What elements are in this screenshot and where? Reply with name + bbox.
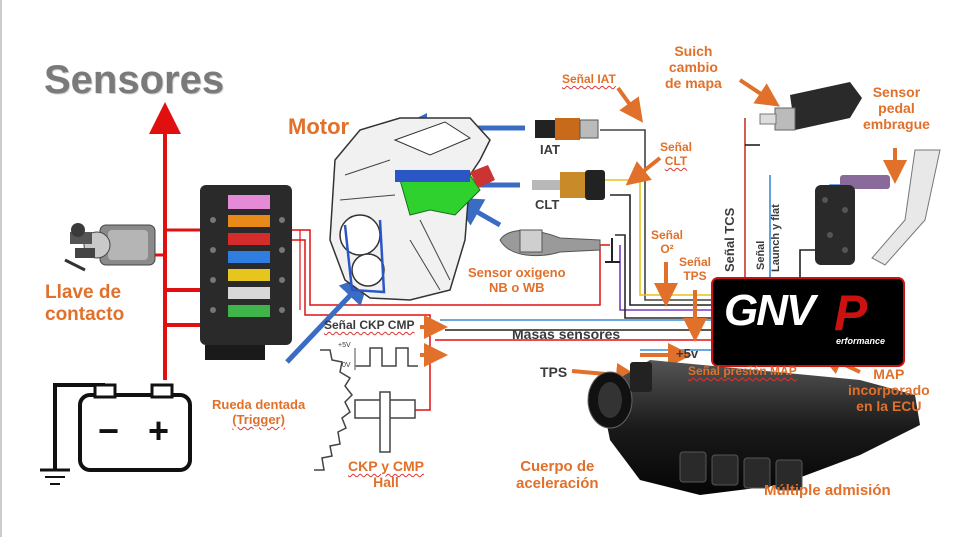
clt-signal-line1: Señal — [660, 140, 693, 154]
sensor-grounds-label: Masas sensores — [512, 326, 621, 342]
o2-signal-line2: O² — [660, 241, 674, 256]
ecu-unit — [711, 277, 905, 367]
motor-label: Motor — [288, 114, 350, 139]
clutch-sensor-line2: pedal — [878, 100, 915, 117]
ckp-cmp-line1: CKP y CMP — [348, 458, 424, 474]
map-ecu-line1: MAP — [873, 366, 905, 382]
ignition-label: Llave de contacto — [45, 282, 124, 326]
throttle-body-line2: aceleración — [516, 475, 599, 493]
intake-manifold — [587, 360, 920, 495]
battery — [40, 383, 192, 485]
trigger-wheel-line2: (Trigger) — [232, 411, 285, 427]
ignition-key — [64, 223, 156, 272]
iat-label: IAT — [540, 142, 560, 157]
ckp-waveform — [354, 347, 418, 370]
power-wiring — [149, 102, 610, 411]
iat-sensor — [535, 118, 599, 140]
oxygen-sensor-line1: Sensor oxigeno — [468, 265, 566, 280]
map-switch-line2: cambio — [668, 59, 718, 76]
trigger-wheel-label: Rueda dentada (Trigger) — [212, 397, 306, 428]
battery-minus: − — [98, 410, 120, 451]
ckp-cmp-label: CKP y CMP Hall — [348, 458, 424, 490]
map-switch-label: Suich cambio de mapa — [665, 43, 722, 91]
tcs-signal-label: Señal TCS — [722, 207, 737, 272]
clutch-sensor-label: Sensor pedal embrague — [863, 84, 930, 132]
clt-label: CLT — [535, 197, 560, 212]
clutch-sensor-line1: Sensor — [872, 84, 921, 100]
ecu-logo-gnv: GNV — [724, 286, 815, 335]
tps-signal-line1: Señal — [679, 255, 712, 269]
clt-signal-label: Señal CLT — [660, 140, 693, 169]
ckp-cmp-sensor — [354, 391, 416, 453]
battery-plus: + — [148, 410, 170, 451]
ignition-label-line1: Llave de — [45, 282, 122, 303]
clutch-sensor-line3: embrague — [863, 116, 930, 133]
engine — [329, 117, 495, 301]
map-switch — [759, 82, 862, 131]
map-switch-line1: Suich — [674, 43, 713, 59]
map-pressure-signal-label: Señal presión MAP — [688, 364, 797, 379]
map-ecu-label: MAP incorporado en la ECU — [848, 366, 930, 414]
fuse-box — [200, 185, 292, 360]
ecu-logo: GNV P erformance — [722, 285, 897, 358]
map-ecu-line3: en la ECU — [856, 398, 922, 415]
iat-signal-label: Señal IAT — [562, 72, 616, 87]
launch-signal-line2: Launch y flat — [770, 204, 782, 272]
plus5v-label: +5v — [676, 346, 699, 361]
clt-signal-line2: CLT — [664, 153, 688, 168]
oxygen-sensor-label: Sensor oxigeno NB o WB — [468, 265, 566, 296]
throttle-body-label: Cuerpo de aceleración — [516, 458, 599, 493]
iat-signal-text: Señal IAT — [562, 72, 616, 86]
ckp-cmp-line2: Hall — [373, 474, 399, 491]
tps-signal-label: Señal TPS — [679, 255, 712, 284]
tps-signal-line2: TPS — [683, 268, 707, 283]
map-switch-line3: de mapa — [665, 75, 722, 92]
ecu-logo-p: P — [834, 285, 868, 341]
oxygen-sensor — [499, 229, 620, 263]
intake-manifold-label: Múltiple admisión — [764, 482, 891, 499]
wave-5v-label: +5V — [338, 342, 351, 349]
map-ecu-line2: incorporado — [848, 382, 930, 399]
o2-signal-label: Señal O² — [651, 228, 684, 257]
map-pressure-signal-text: Señal presión MAP — [688, 364, 797, 378]
throttle-body-line1: Cuerpo de — [520, 458, 595, 475]
page-title: Sensores — [44, 58, 225, 102]
ckp-cmp-signal-text: Señal CKP CMP — [324, 318, 415, 332]
ckp-cmp-signal-label: Señal CKP CMP — [324, 318, 415, 333]
clt-sensor — [532, 170, 605, 200]
ecu-logo-sub: erformance — [836, 336, 886, 346]
ignition-label-line2: contacto — [45, 303, 125, 325]
wave-0v-label: 0V — [342, 362, 351, 369]
trigger-wheel-line1: Rueda dentada — [212, 397, 306, 412]
tps-label: TPS — [540, 364, 568, 380]
oxygen-sensor-line2: NB o WB — [488, 279, 545, 295]
o2-signal-line1: Señal — [651, 228, 684, 242]
trigger-wheel — [314, 349, 353, 471]
launch-signal-line1: Señal — [755, 240, 767, 270]
clutch-pedal — [815, 149, 941, 266]
